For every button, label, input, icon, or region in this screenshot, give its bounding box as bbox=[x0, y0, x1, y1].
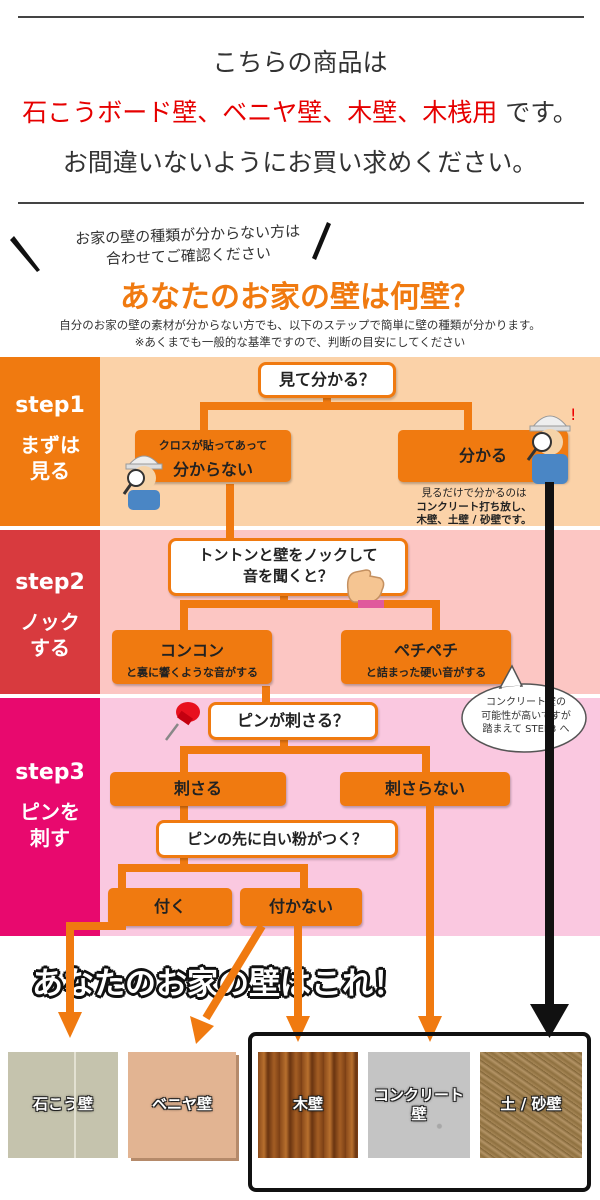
header-line-1: こちらの商品は bbox=[212, 48, 388, 77]
header-wall-types: 石こうボード壁、ベニヤ壁、木壁、木桟用 bbox=[22, 98, 498, 127]
line-q1-down bbox=[323, 394, 331, 406]
concrete-bubble-3: 踏まえて STEP3 へ bbox=[482, 724, 570, 735]
step2-label: step2 ノック する bbox=[0, 530, 100, 694]
slash-left-icon bbox=[10, 236, 40, 272]
answer-konkon-sub: と裏に響くような音がする bbox=[126, 666, 258, 679]
top-rule bbox=[18, 16, 584, 18]
line-q1-split bbox=[200, 402, 472, 410]
result-tile-gypsum: 石こう壁 bbox=[8, 1052, 118, 1158]
intro-desc-1: 自分のお家の壁の素材が分からない方でも、以下のステップで簡単に壁の種類が分かりま… bbox=[59, 318, 541, 332]
result-frame bbox=[248, 1032, 591, 1192]
push-pin-icon bbox=[165, 702, 200, 741]
line-to-konkon bbox=[180, 600, 188, 632]
known-note-2: コンクリート打ち放し、 bbox=[416, 500, 532, 513]
result-tile-concrete-label: コンクリート 壁 bbox=[374, 1086, 464, 1125]
intro-decoration bbox=[10, 222, 331, 272]
header-line-3: お間違いないようにお買い求めください。 bbox=[62, 148, 538, 177]
answer-tsukanai: 付かない bbox=[240, 888, 362, 926]
result-tile-wood: 木壁 bbox=[258, 1052, 358, 1158]
slash-right-icon bbox=[312, 222, 331, 260]
answer-sasaranai: 刺さらない bbox=[340, 772, 510, 806]
step3-label-2: 刺す bbox=[30, 826, 70, 850]
question-knock-2: 音を聞くと？ bbox=[242, 567, 333, 585]
result-tile-concrete: コンクリート 壁 bbox=[368, 1052, 470, 1158]
line-unknown-to-q2 bbox=[226, 484, 234, 540]
step2-label-2: する bbox=[30, 636, 70, 660]
intro-title: あなたのお家の壁は何壁？ bbox=[120, 280, 480, 315]
line-to-pechipechi bbox=[432, 600, 440, 632]
step3-label-1: ピンを bbox=[20, 800, 80, 824]
answer-sasaru: 刺さる bbox=[110, 772, 286, 806]
result-tile-wood-label: 木壁 bbox=[292, 1095, 323, 1114]
line-konkon-to-q3 bbox=[262, 686, 270, 704]
knocking-hand-icon bbox=[346, 569, 385, 608]
known-note-3: 木壁、土壁 / 砂壁です。 bbox=[416, 514, 532, 527]
line-q4-down bbox=[180, 854, 188, 870]
header-line-2: 石こうボード壁、ベニヤ壁、木壁、木桟用 です。 bbox=[0, 100, 600, 125]
step1-number: step1 bbox=[15, 393, 85, 418]
inspector-magnifier-icon bbox=[122, 455, 163, 510]
line-to-sasaru bbox=[180, 746, 188, 772]
step3-number: step3 bbox=[15, 760, 85, 785]
line-to-sasaranai bbox=[422, 746, 430, 772]
line-to-unknown bbox=[200, 402, 208, 432]
answer-unknown-small: クロスが貼ってあって bbox=[158, 439, 268, 452]
concrete-bubble-1: コンクリート壁の bbox=[486, 697, 566, 708]
answer-tsuku: 付く bbox=[108, 888, 232, 926]
line-to-tsukanai bbox=[300, 864, 308, 888]
known-note-1: 見るだけで分かるのは bbox=[421, 487, 527, 499]
concrete-bubble-2: 可能性が高いですが bbox=[481, 710, 571, 722]
speech-bubble-tail bbox=[461, 664, 587, 753]
result-tile-gypsum-label: 石こう壁 bbox=[32, 1095, 93, 1114]
header-bottom-rule bbox=[18, 202, 584, 204]
question-knock-1: トントンと壁をノックして bbox=[198, 546, 378, 564]
line-q4-split bbox=[118, 864, 308, 872]
intro-desc-2: ※あくまでも一般的な基準ですので、判断の目安にしてください bbox=[134, 335, 466, 349]
inspector-magnifier-icon-right: ! bbox=[526, 405, 576, 484]
line-to-tsuku bbox=[118, 864, 126, 888]
result-tile-earth-label: 土 / 砂壁 bbox=[500, 1095, 562, 1114]
line-q2-down bbox=[280, 592, 288, 606]
step2-label-1: ノック bbox=[20, 610, 80, 634]
answer-unknown-label: 分からない bbox=[172, 460, 253, 479]
line-q2-split bbox=[180, 600, 440, 608]
line-q3-down bbox=[280, 738, 288, 752]
concrete-bubble: コンクリート壁の 可能性が高いですが 踏まえて STEP3 へ bbox=[466, 696, 586, 737]
line-sasaru-to-q4 bbox=[180, 806, 188, 822]
answer-konkon-label: コンコン bbox=[159, 641, 224, 660]
question-pin: ピンが刺さる？ bbox=[208, 702, 378, 740]
result-tile-earth: 土 / 砂壁 bbox=[480, 1052, 582, 1158]
result-tile-concrete-label-1: コンクリート bbox=[373, 1085, 464, 1104]
result-tile-concrete-label-2: 壁 bbox=[411, 1105, 427, 1123]
result-tile-plywood-label: ベニヤ壁 bbox=[151, 1095, 212, 1114]
line-to-known bbox=[464, 402, 472, 432]
result-arrows bbox=[58, 482, 569, 1044]
answer-konkon: コンコン と裏に響くような音がする bbox=[112, 630, 272, 684]
header-line-2-tail: です。 bbox=[497, 98, 578, 127]
svg-text:!: ! bbox=[570, 405, 576, 424]
step1-label: step1 まずは 見る bbox=[0, 357, 100, 526]
known-note: 見るだけで分かるのは コンクリート打ち放し、 木壁、土壁 / 砂壁です。 bbox=[376, 487, 572, 528]
result-tile-plywood: ベニヤ壁 bbox=[128, 1052, 236, 1158]
step1-label-1: まずは bbox=[20, 433, 80, 457]
answer-pechipechi-sub: と詰まった硬い音がする bbox=[365, 666, 487, 679]
gypsum-seam bbox=[74, 1052, 76, 1158]
step2-number: step2 bbox=[15, 570, 85, 595]
step1-label-2: 見る bbox=[30, 459, 70, 483]
question-visible: 見て分かる？ bbox=[258, 362, 396, 398]
answer-unknown: クロスが貼ってあって 分からない bbox=[135, 430, 291, 482]
question-white-powder: ピンの先に白い粉がつく？ bbox=[156, 820, 398, 858]
step3-label: step3 ピンを 刺す bbox=[0, 698, 100, 936]
answer-pechipechi-label: ペチペチ bbox=[393, 641, 458, 660]
line-q3-split bbox=[180, 746, 430, 754]
answer-pechipechi: ペチペチ と詰まった硬い音がする bbox=[341, 630, 511, 684]
